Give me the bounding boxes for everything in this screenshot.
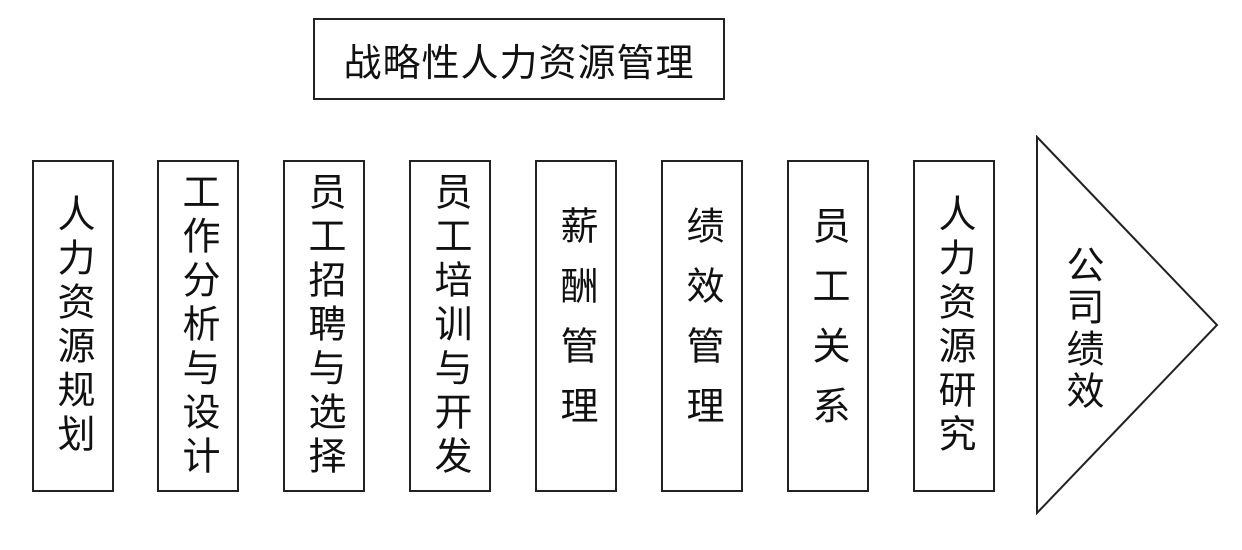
column-label: 员工招聘与选择 <box>302 172 346 480</box>
column-label: 薪酬管理 <box>554 206 598 446</box>
column-label: 人力资源研究 <box>932 194 976 458</box>
column-label: 员工关系 <box>806 206 850 446</box>
column-label: 绩效管理 <box>680 206 724 446</box>
column-job-analysis: 工作分析与设计 <box>157 160 239 492</box>
column-label: 人力资源规划 <box>51 194 95 458</box>
column-hr-research: 人力资源研究 <box>913 160 995 492</box>
column-training: 员工培训与开发 <box>409 160 491 492</box>
column-hr-planning: 人力资源规划 <box>32 160 114 492</box>
arrow-shape <box>1036 135 1219 515</box>
company-performance-arrow: 公司绩效 <box>1035 135 1220 515</box>
column-compensation: 薪酬管理 <box>535 160 617 492</box>
arrow-label: 公司绩效 <box>1060 245 1104 413</box>
column-recruitment: 员工招聘与选择 <box>283 160 365 492</box>
column-label: 员工培训与开发 <box>428 172 472 480</box>
column-performance: 绩效管理 <box>661 160 743 492</box>
column-employee-relations: 员工关系 <box>787 160 869 492</box>
diagram-title: 战略性人力资源管理 <box>313 18 725 100</box>
column-label: 工作分析与设计 <box>176 172 220 480</box>
